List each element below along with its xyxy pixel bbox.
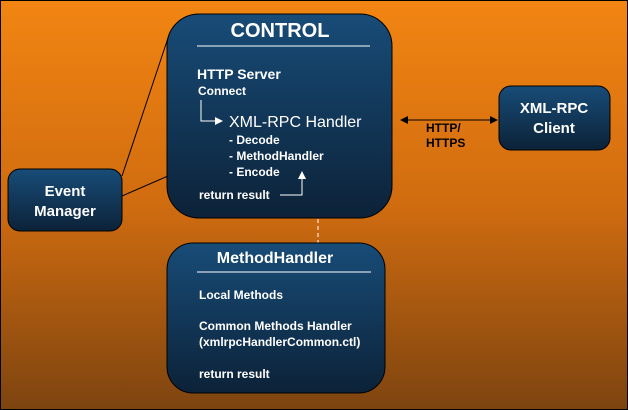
http-server-label: HTTP Server	[197, 66, 281, 82]
control-box	[166, 13, 393, 219]
client-label: Client	[533, 120, 575, 137]
methodhandler-title: MethodHandler	[217, 250, 333, 267]
connect-arrow	[200, 100, 223, 125]
xmlrpc-client-box	[498, 85, 611, 151]
event-manager-label: Event	[45, 183, 86, 200]
return-result-label: return result	[199, 188, 270, 202]
return-arrow	[280, 171, 306, 196]
connect-label: Connect	[198, 84, 246, 98]
event-manager-box	[7, 168, 123, 232]
step-methodhandler: - MethodHandler	[229, 149, 324, 163]
event-manager-label: Manager	[34, 203, 96, 220]
xmlrpc-handler-label: XML-RPC Handler	[229, 114, 362, 131]
client-label: XML-RPC	[520, 100, 588, 117]
step-decode: - Decode	[229, 133, 280, 147]
protocol-label: HTTPS	[426, 136, 465, 150]
arrowhead-icon	[400, 116, 408, 124]
common-handler-label: Common Methods Handler	[199, 319, 352, 333]
connector-line	[121, 175, 169, 197]
protocol-label: HTTP/	[426, 121, 461, 135]
connector-line	[121, 37, 169, 177]
control-title: CONTROL	[231, 20, 330, 42]
step-encode: - Encode	[229, 165, 280, 179]
local-methods-label: Local Methods	[199, 288, 283, 302]
methodhandler-box	[166, 242, 386, 394]
return-result-label: return result	[199, 367, 270, 381]
common-file-label: (xmlrpcHandlerCommon.ctl)	[199, 335, 360, 349]
